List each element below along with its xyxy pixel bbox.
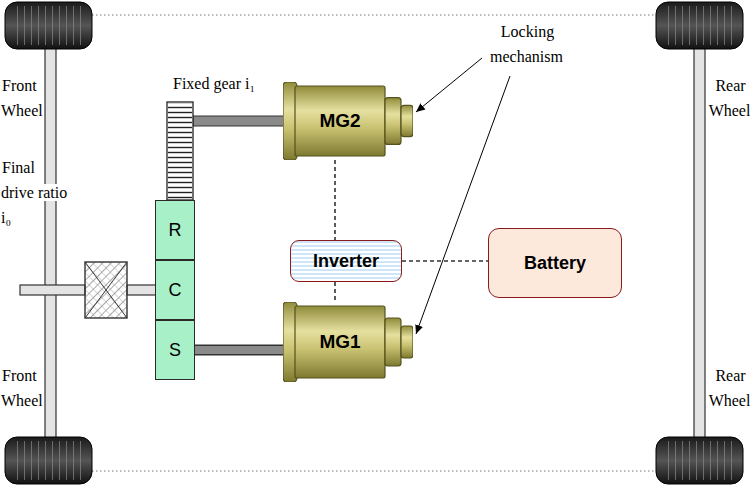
differential-gears xyxy=(85,262,127,318)
wheel-label: Front Wheel xyxy=(1,367,44,409)
electric-connector xyxy=(335,282,336,302)
mg2-shaft xyxy=(193,116,285,126)
carrier-shaft xyxy=(127,285,156,295)
wheel xyxy=(656,437,743,484)
part-label: Fixed gear i₁ xyxy=(172,75,256,92)
rear-axle xyxy=(694,48,705,438)
ratio-label-box: Final drive ratio i₀ xyxy=(1,156,69,230)
wheel-label: Front Wheel xyxy=(1,77,44,119)
front-axle xyxy=(45,48,56,438)
differential xyxy=(85,262,127,318)
callout-label-box: Locking mechanism xyxy=(472,20,582,70)
node-text: Inverter xyxy=(313,251,379,272)
node-text: Battery xyxy=(524,253,586,274)
wheel-label-box: Front Wheel xyxy=(1,364,45,414)
wheel xyxy=(5,437,92,484)
part-label-box: Fixed gear i₁ xyxy=(172,72,256,97)
motor-generator: MG2 xyxy=(283,82,413,160)
electric-connector xyxy=(402,261,488,262)
half-shaft xyxy=(20,285,85,295)
node-text: R xyxy=(169,220,182,241)
battery-box: Battery xyxy=(488,228,622,298)
frame-line xyxy=(92,470,662,471)
carrier-box: C xyxy=(155,260,195,320)
motor-text-area: MG2 xyxy=(295,82,385,160)
electric-connector xyxy=(335,160,336,240)
node-text: S xyxy=(169,340,181,361)
inverter-box: Inverter xyxy=(290,240,402,282)
wheel-label-box: Rear Wheel xyxy=(707,364,753,414)
fixed-gear xyxy=(167,102,193,200)
sun-gear-box: S xyxy=(155,320,195,380)
callout-label: Locking mechanism xyxy=(490,23,564,65)
frame-line xyxy=(92,14,662,15)
node-text: C xyxy=(169,280,182,301)
wheel-label-box: Front Wheel xyxy=(1,74,45,124)
node-text: MG1 xyxy=(319,331,360,353)
motor-generator: MG1 xyxy=(283,302,413,382)
motor-text-area: MG1 xyxy=(295,302,385,382)
gear-teeth xyxy=(168,103,192,199)
shaft-connector xyxy=(195,350,283,351)
ring-gear-box: R xyxy=(155,200,195,260)
wheel xyxy=(656,2,743,49)
wheel-label: Rear Wheel xyxy=(709,77,752,119)
wheel xyxy=(5,2,92,49)
leader-line xyxy=(416,58,482,112)
node-text: MG2 xyxy=(319,110,360,132)
wheel-label-box: Rear Wheel xyxy=(707,74,753,124)
wheel-label: Rear Wheel xyxy=(709,367,752,409)
ratio-label: Final drive ratio i₀ xyxy=(1,159,67,226)
